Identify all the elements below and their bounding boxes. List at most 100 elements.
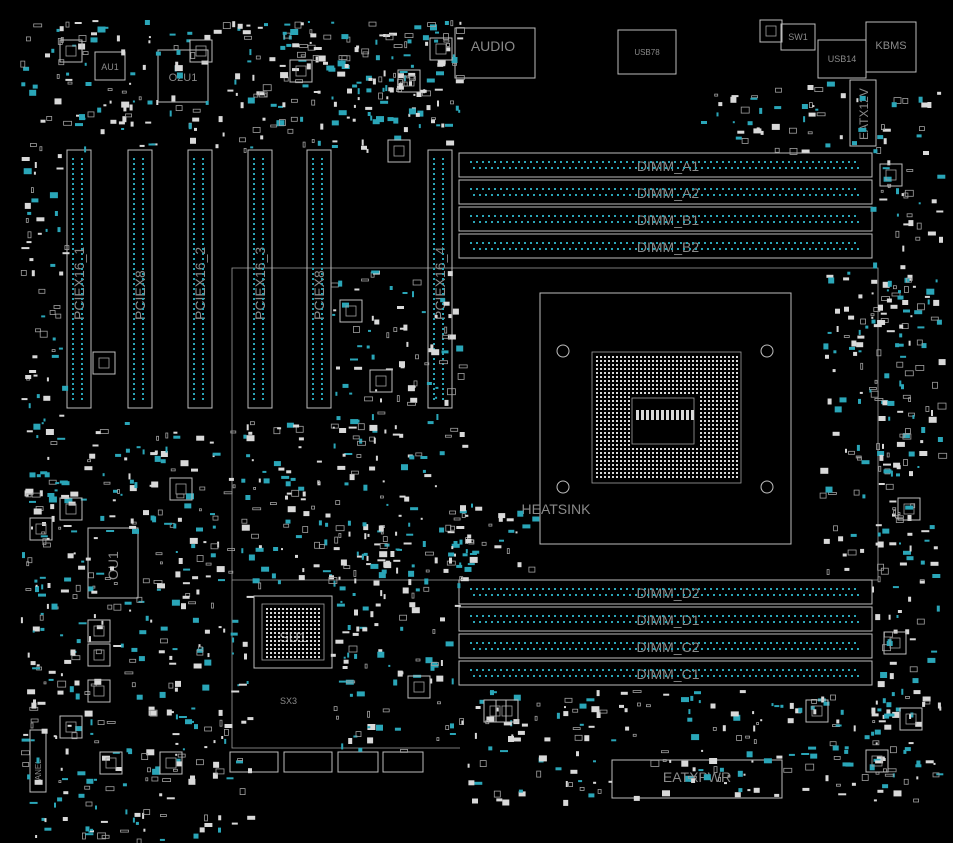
dimm-pin [809, 167, 811, 169]
component [27, 774, 31, 780]
socket-pin [724, 460, 726, 462]
socket-pin [736, 432, 738, 434]
dimm-pin [647, 594, 649, 596]
component [882, 128, 891, 132]
socket-pin [704, 468, 706, 470]
bga-ball [270, 648, 272, 650]
bga-ball [274, 656, 276, 658]
dimm-pin [473, 248, 475, 250]
pcie-pin [442, 313, 444, 315]
bga-ball [270, 628, 272, 630]
component [506, 548, 510, 554]
component [361, 553, 364, 560]
bga-ball [318, 652, 320, 654]
pcie-pin [433, 323, 435, 325]
component [286, 492, 292, 495]
bga-ball [282, 620, 284, 622]
pcie-pin [72, 198, 74, 200]
dimm-pin [533, 648, 535, 650]
component [52, 337, 56, 341]
component [158, 650, 165, 654]
dimm-pin [848, 188, 850, 190]
dimm-pin [596, 588, 598, 590]
socket-pin [660, 368, 662, 370]
component [300, 22, 304, 26]
component [878, 416, 886, 421]
pcie-pin [72, 273, 74, 275]
dimm-pin [806, 215, 808, 217]
socket-pin [604, 392, 606, 394]
dimm-pin [743, 194, 745, 196]
socket-pin [708, 476, 710, 478]
component [490, 690, 494, 696]
component [832, 431, 840, 436]
socket-pin [668, 448, 670, 450]
component [432, 629, 436, 634]
socket-pin [680, 448, 682, 450]
pcie-pin [262, 283, 264, 285]
socket-pin [728, 468, 730, 470]
component [55, 313, 62, 319]
component [30, 661, 36, 666]
dimm-pin [587, 621, 589, 623]
dimm-pin [554, 588, 556, 590]
socket-pin [724, 464, 726, 466]
dimm-pin [698, 588, 700, 590]
component [713, 766, 718, 773]
component [337, 60, 346, 67]
component [449, 510, 457, 515]
dimm-pin [638, 242, 640, 244]
component [444, 399, 449, 406]
pcie-pin [72, 163, 74, 165]
dimm-pin [563, 194, 565, 196]
socket-pin [636, 460, 638, 462]
dimm-pin [617, 167, 619, 169]
pcie-pin [142, 378, 144, 380]
component [298, 59, 307, 62]
component [902, 394, 911, 399]
socket-pin [596, 472, 598, 474]
component [886, 709, 891, 716]
component [375, 55, 380, 61]
pcie-pin [202, 328, 204, 330]
socket-pin [656, 372, 658, 374]
component [936, 773, 944, 776]
pcie-pin [133, 368, 135, 370]
dimm-pin [683, 194, 685, 196]
component [737, 130, 745, 134]
socket-pin [664, 388, 666, 390]
dimm-pin [494, 588, 496, 590]
component [295, 79, 304, 84]
o2u1-label: O2U1 [169, 72, 198, 84]
pcie-pin [442, 163, 444, 165]
socket-pin [628, 368, 630, 370]
socket-pin [700, 412, 702, 414]
component [58, 780, 62, 783]
component [290, 116, 298, 122]
dimm-pin [635, 167, 637, 169]
component [330, 653, 336, 657]
socket-pin [732, 428, 734, 430]
socket-pin [608, 388, 610, 390]
dimm-pin [722, 161, 724, 163]
component [393, 679, 398, 686]
component [280, 72, 289, 79]
component [663, 693, 670, 696]
bga-ball [270, 616, 272, 618]
socket-pin [616, 448, 618, 450]
component [261, 566, 270, 572]
pcie-pin [321, 363, 323, 365]
dimm-pin [731, 675, 733, 677]
component [354, 609, 358, 616]
component [892, 507, 897, 511]
component [25, 217, 29, 223]
socket-pin [684, 376, 686, 378]
component [27, 231, 32, 239]
component [57, 437, 66, 440]
component [376, 724, 383, 731]
socket-pin [728, 392, 730, 394]
component [65, 748, 69, 755]
pcie-pin [433, 313, 435, 315]
socket-pin [660, 376, 662, 378]
pcie-pin [253, 173, 255, 175]
